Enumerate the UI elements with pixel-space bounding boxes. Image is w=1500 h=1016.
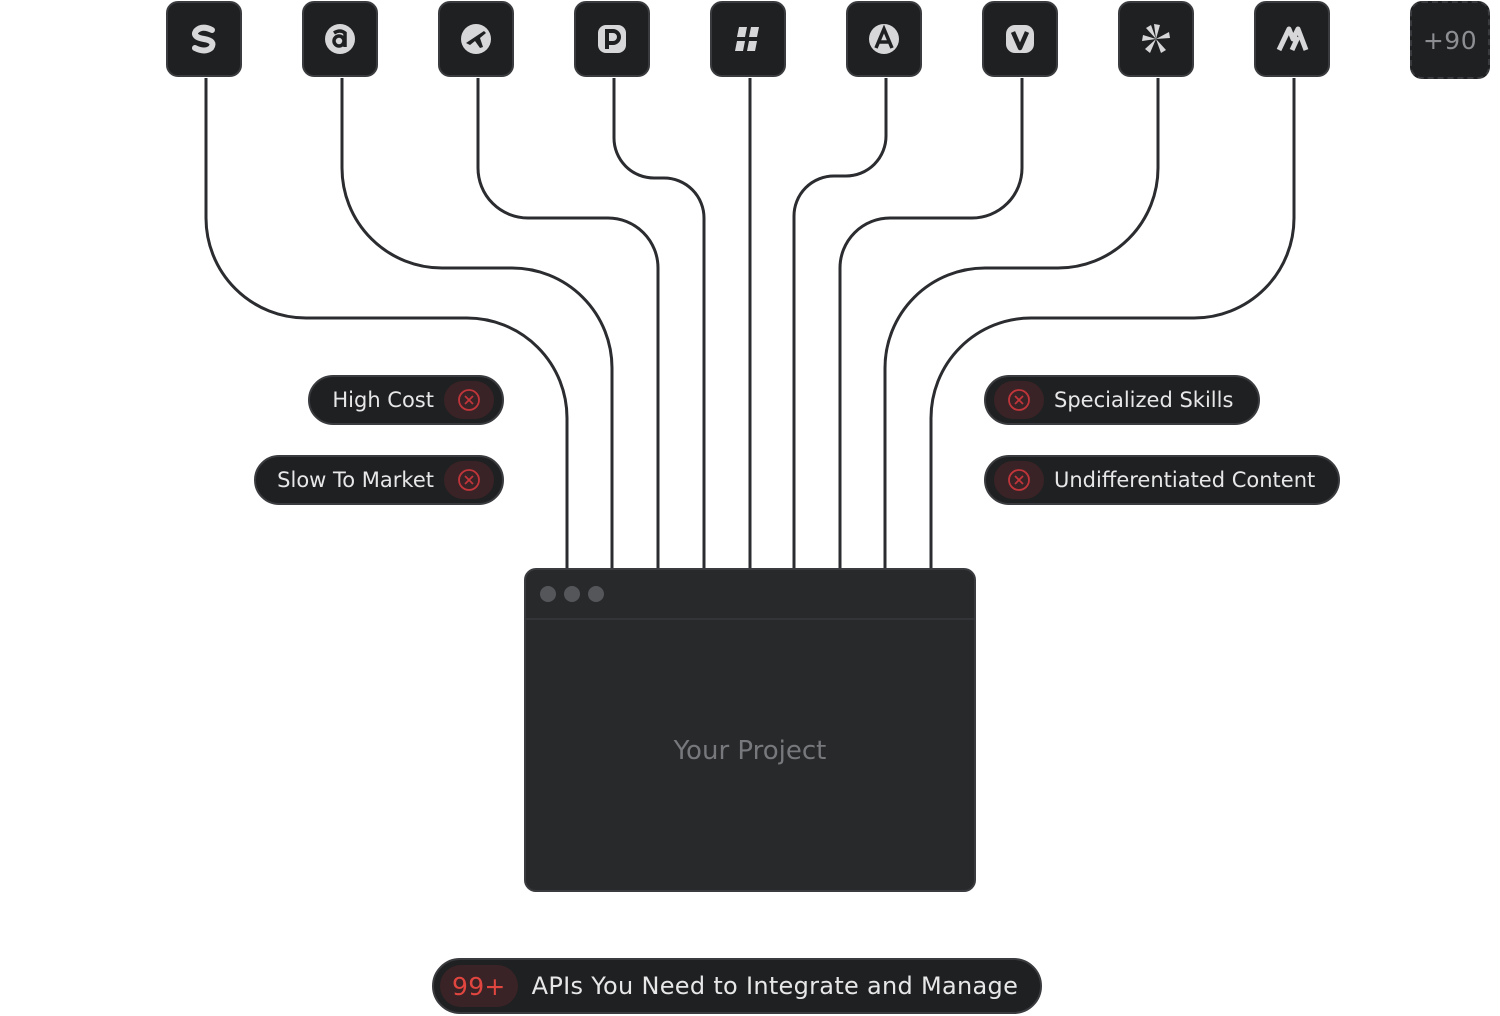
wire-4	[612, 78, 706, 570]
integration-tile-7[interactable]	[982, 1, 1058, 77]
integration-tile-1[interactable]	[166, 1, 242, 77]
window-dot	[540, 586, 556, 602]
p-logo-icon	[598, 25, 626, 53]
integration-tile-3[interactable]	[438, 1, 514, 77]
x-circle-icon	[444, 381, 494, 419]
s-logo-icon	[192, 24, 216, 54]
project-title: Your Project	[673, 736, 827, 766]
api-summary-pill: 99+ APIs You Need to Integrate and Manag…	[432, 958, 1042, 1014]
a-circle-logo-icon	[869, 24, 899, 54]
problem-pill-specialized-skills: Specialized Skills	[984, 375, 1260, 425]
api-count-badge: 99+	[440, 965, 518, 1007]
m-logo-icon	[1276, 26, 1309, 52]
problem-label: Undifferentiated Content	[1054, 468, 1316, 492]
window-title-bar	[526, 570, 974, 620]
problem-pill-undifferentiated-content: Undifferentiated Content	[984, 455, 1340, 505]
x-circle-icon	[444, 461, 494, 499]
wire-3	[476, 78, 660, 570]
wire-7	[838, 78, 1024, 570]
problem-label: Slow To Market	[277, 468, 434, 492]
problem-pill-high-cost: High Cost	[308, 375, 504, 425]
pinwheel-logo-icon	[1142, 24, 1170, 53]
wire-8	[883, 78, 1160, 570]
integration-tile-8[interactable]	[1118, 1, 1194, 77]
integration-tile-6[interactable]	[846, 1, 922, 77]
integration-tile-5[interactable]	[710, 1, 786, 77]
x-circle-icon	[994, 381, 1044, 419]
integration-tile-2[interactable]	[302, 1, 378, 77]
integration-tile-9[interactable]	[1254, 1, 1330, 77]
window-dot	[564, 586, 580, 602]
problem-label: Specialized Skills	[1054, 388, 1234, 412]
wire-1	[204, 78, 569, 570]
integration-tile-4[interactable]	[574, 1, 650, 77]
grid-logo-icon	[735, 27, 759, 51]
problem-label: High Cost	[332, 388, 434, 412]
plane-logo-icon	[461, 24, 491, 54]
wire-2	[340, 78, 614, 570]
more-integrations-label: +90	[1422, 25, 1478, 55]
wire-9	[929, 78, 1296, 570]
window-dot	[588, 586, 604, 602]
a-logo-icon	[325, 24, 355, 54]
more-integrations-tile[interactable]: +90	[1410, 1, 1490, 79]
x-circle-icon	[994, 461, 1044, 499]
project-window: Your Project	[524, 568, 976, 892]
problem-pill-slow-to-market: Slow To Market	[254, 455, 504, 505]
api-summary-text: APIs You Need to Integrate and Manage	[531, 972, 1019, 1000]
v-logo-icon	[1006, 25, 1034, 53]
wire-6	[792, 78, 888, 570]
